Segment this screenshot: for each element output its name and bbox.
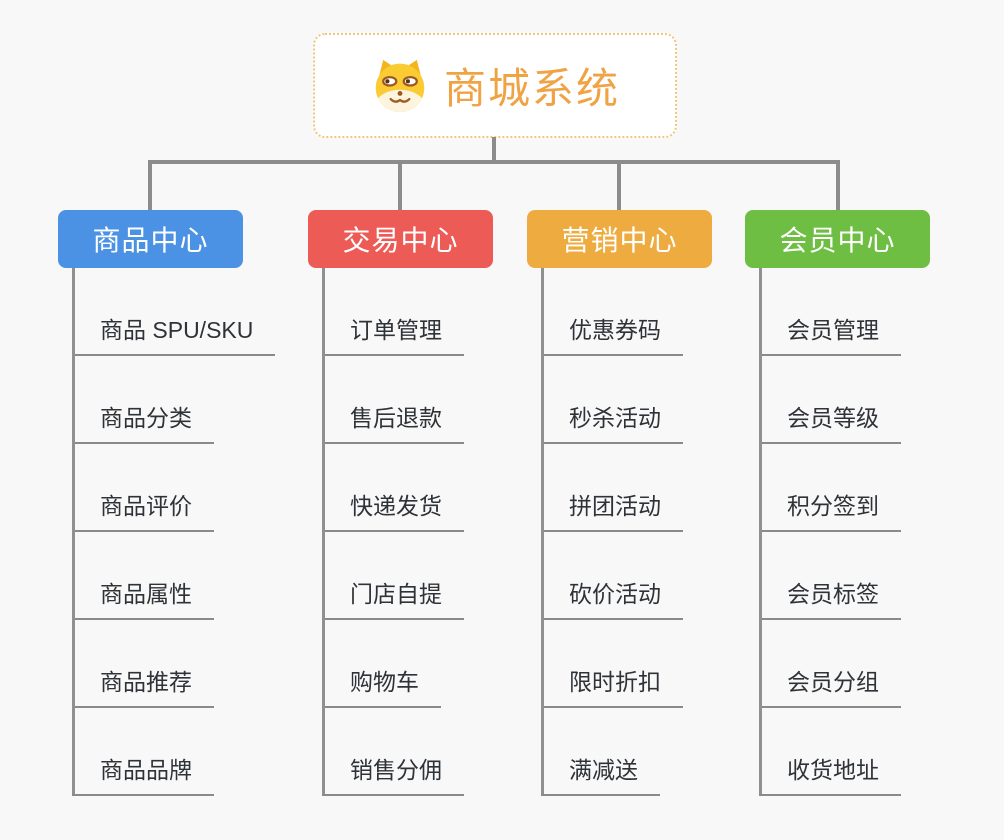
branch-node-product[interactable]: 商品中心 (58, 210, 243, 268)
leaf-item[interactable]: 商品 SPU/SKU (72, 268, 293, 356)
leaf-label: 秒杀活动 (541, 399, 683, 444)
connector-drop-marketing (617, 160, 621, 211)
leaf-label: 会员分组 (759, 663, 901, 708)
leaf-label: 门店自提 (322, 575, 464, 620)
connector-column-trunk (541, 268, 544, 794)
branch-children-marketing: 优惠券码 秒杀活动 拼团活动 砍价活动 限时折扣 满减送 (527, 268, 762, 796)
leaf-item[interactable]: 订单管理 (322, 268, 543, 356)
leaf-item[interactable]: 商品分类 (72, 356, 293, 444)
leaf-item[interactable]: 商品推荐 (72, 620, 293, 708)
leaf-label: 会员等级 (759, 399, 901, 444)
leaf-label: 商品分类 (72, 399, 214, 444)
leaf-item[interactable]: 会员分组 (759, 620, 980, 708)
leaf-label: 商品评价 (72, 487, 214, 532)
leaf-item[interactable]: 快递发货 (322, 444, 543, 532)
branch-children-trade: 订单管理 售后退款 快递发货 门店自提 购物车 销售分佣 (308, 268, 543, 796)
connector-root-trunk (492, 137, 496, 161)
branch-node-label: 商品中心 (92, 225, 209, 256)
leaf-label: 限时折扣 (541, 663, 683, 708)
leaf-label: 购物车 (322, 663, 441, 708)
leaf-item[interactable]: 秒杀活动 (541, 356, 762, 444)
leaf-label: 砍价活动 (541, 575, 683, 620)
leaf-label: 会员标签 (759, 575, 901, 620)
leaf-item[interactable]: 会员等级 (759, 356, 980, 444)
leaf-item[interactable]: 收货地址 (759, 708, 980, 796)
leaf-item[interactable]: 限时折扣 (541, 620, 762, 708)
root-node[interactable]: 商城系统 (313, 33, 677, 138)
leaf-item[interactable]: 砍价活动 (541, 532, 762, 620)
leaf-item[interactable]: 满减送 (541, 708, 762, 796)
leaf-item[interactable]: 商品属性 (72, 532, 293, 620)
leaf-label: 商品属性 (72, 575, 214, 620)
connector-column-trunk (759, 268, 762, 794)
branch-node-marketing[interactable]: 营销中心 (527, 210, 712, 268)
connector-column-trunk (322, 268, 325, 794)
connector-drop-member (836, 160, 840, 211)
connector-column-trunk (72, 268, 75, 794)
leaf-label: 收货地址 (759, 751, 901, 796)
branch-node-label: 会员中心 (779, 225, 896, 256)
branch-children-product: 商品 SPU/SKU 商品分类 商品评价 商品属性 商品推荐 商品品牌 (58, 268, 293, 796)
leaf-item[interactable]: 购物车 (322, 620, 543, 708)
leaf-label: 满减送 (541, 751, 660, 796)
connector-drop-product (148, 160, 152, 211)
branch-children-member: 会员管理 会员等级 积分签到 会员标签 会员分组 收货地址 (745, 268, 980, 796)
leaf-item[interactable]: 拼团活动 (541, 444, 762, 532)
leaf-item[interactable]: 商品评价 (72, 444, 293, 532)
leaf-item[interactable]: 售后退款 (322, 356, 543, 444)
branch-node-member[interactable]: 会员中心 (745, 210, 930, 268)
leaf-item[interactable]: 优惠券码 (541, 268, 762, 356)
root-node-label: 商城系统 (443, 65, 620, 112)
leaf-label: 商品推荐 (72, 663, 214, 708)
branch-node-trade[interactable]: 交易中心 (308, 210, 493, 268)
leaf-label: 商品品牌 (72, 751, 214, 796)
branch-node-label: 营销中心 (561, 225, 678, 256)
leaf-label: 快递发货 (322, 487, 464, 532)
doge-icon (375, 59, 425, 112)
connector-drop-trade (398, 160, 402, 211)
leaf-item[interactable]: 门店自提 (322, 532, 543, 620)
leaf-item[interactable]: 会员管理 (759, 268, 980, 356)
leaf-label: 售后退款 (322, 399, 464, 444)
leaf-item[interactable]: 商品品牌 (72, 708, 293, 796)
leaf-item[interactable]: 积分签到 (759, 444, 980, 532)
connector-horizontal-bus (148, 160, 840, 164)
leaf-label: 会员管理 (759, 311, 901, 356)
leaf-label: 拼团活动 (541, 487, 683, 532)
leaf-item[interactable]: 销售分佣 (322, 708, 543, 796)
leaf-label: 优惠券码 (541, 311, 683, 356)
leaf-label: 积分签到 (759, 487, 901, 532)
leaf-label: 商品 SPU/SKU (72, 311, 276, 356)
branch-node-label: 交易中心 (342, 225, 459, 256)
leaf-label: 销售分佣 (322, 751, 464, 796)
leaf-item[interactable]: 会员标签 (759, 532, 980, 620)
leaf-label: 订单管理 (322, 311, 464, 356)
